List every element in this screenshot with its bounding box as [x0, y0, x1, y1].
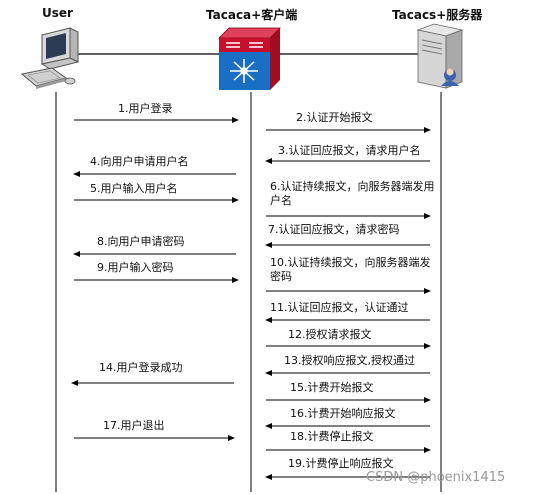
step-label-14: 14.用户登录成功 — [99, 361, 183, 374]
computer-icon — [20, 27, 80, 89]
watermark-text: CSDN @phoenix1415 — [366, 470, 506, 485]
participant-client-label: Tacaca+客户端 — [206, 8, 298, 22]
participant-server-label: Tacacs+服务器 — [392, 8, 483, 22]
server-icon — [416, 23, 464, 89]
switch-icon — [218, 27, 281, 90]
step-label-4: 4.向用户申请用户名 — [90, 155, 189, 168]
step-label-11: 11.认证回应报文，认证通过 — [270, 301, 409, 314]
step-label-7: 7.认证回应报文，请求密码 — [268, 223, 400, 236]
step-label-15: 15.计费开始报文 — [290, 381, 374, 394]
step-label-8: 8.向用户申请密码 — [97, 235, 185, 248]
step-label-18: 18.计费停止报文 — [290, 430, 374, 443]
step-label-16: 16.计费开始响应报文 — [290, 407, 396, 420]
step-label-1: 1.用户登录 — [118, 102, 173, 115]
step-label-13: 13.授权响应报文,授权通过 — [284, 354, 415, 367]
step-label-17: 17.用户退出 — [103, 419, 165, 432]
step-label-19: 19.计费停止响应报文 — [288, 457, 394, 470]
step-label-10: 10.认证持续报文，向服务器端发密码 — [270, 256, 431, 283]
step-label-3: 3.认证回应报文，请求用户名 — [278, 144, 421, 157]
step-label-9: 9.用户输入密码 — [97, 261, 174, 274]
step-label-6: 6.认证持续报文，向服务器端发用户名 — [270, 180, 435, 207]
participant-user-label: User — [42, 6, 73, 20]
step-label-12: 12.授权请求报文 — [288, 328, 372, 341]
step-label-2: 2.认证开始报文 — [296, 111, 373, 124]
step-label-5: 5.用户输入用户名 — [90, 182, 178, 195]
